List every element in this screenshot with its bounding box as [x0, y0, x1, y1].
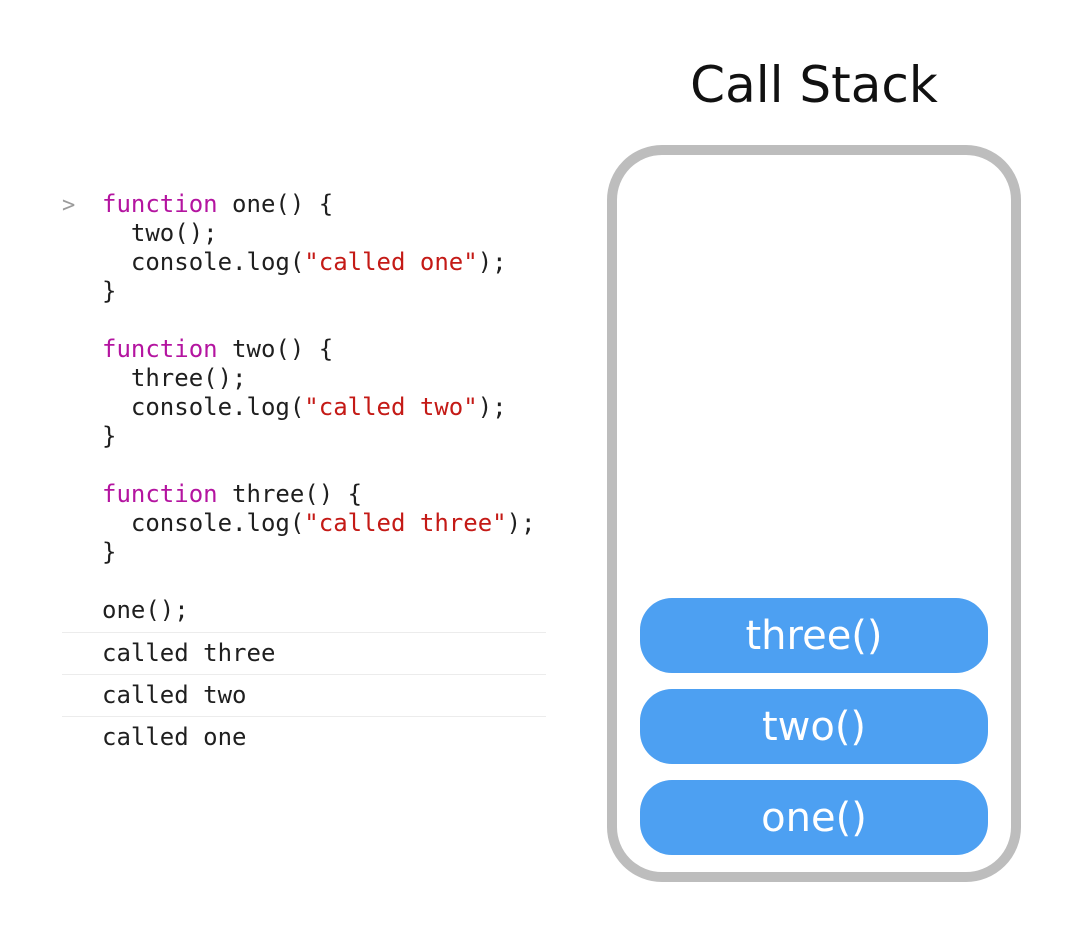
console-output-row: called three — [62, 632, 546, 674]
console-prompt-chevron: > — [62, 193, 76, 218]
console-output-row: called two — [62, 674, 546, 716]
code-line: function two() { — [102, 335, 546, 364]
code-line: function one() { — [102, 190, 546, 219]
string-token: "called one" — [304, 248, 478, 276]
string-token: "called three" — [304, 509, 507, 537]
devtools-console: > function one() { two(); console.log("c… — [62, 190, 546, 758]
stack-frame-label: two() — [761, 703, 867, 750]
code-line: } — [102, 538, 546, 567]
code-line: console.log("called two"); — [102, 393, 546, 422]
stack-frame-two: two() — [640, 689, 988, 764]
string-token: "called two" — [304, 393, 478, 421]
code-line: two(); — [102, 219, 546, 248]
console-output-row: called one — [62, 716, 546, 758]
keyword-token: function — [102, 190, 218, 218]
code-line-invocation: one(); — [102, 596, 189, 624]
code-token: ); — [477, 248, 507, 276]
code-token: three(); — [102, 364, 247, 392]
keyword-token: function — [102, 480, 218, 508]
code-token: console.log( — [102, 509, 305, 537]
code-token: ); — [506, 509, 536, 537]
call-stack-title: Call Stack — [690, 56, 938, 114]
code-line: console.log("called one"); — [102, 248, 546, 277]
code-block-function-two: function two() { three(); console.log("c… — [102, 335, 546, 451]
code-block-function-one: function one() { two(); console.log("cal… — [102, 190, 546, 306]
code-token: three() { — [217, 480, 363, 508]
code-token: } — [102, 422, 117, 450]
stack-frame-three: three() — [640, 598, 988, 673]
code-line: function three() { — [102, 480, 546, 509]
code-block-function-three: function three() { console.log("called t… — [102, 480, 546, 567]
code-line: } — [102, 422, 546, 451]
code-token: two(); — [102, 219, 218, 247]
stack-frame-label: three() — [745, 612, 883, 659]
code-line: console.log("called three"); — [102, 509, 546, 538]
code-token: two() { — [217, 335, 334, 363]
code-line: } — [102, 277, 546, 306]
stack-frame-label: one() — [761, 794, 867, 841]
console-outputs: called three called two called one — [62, 632, 546, 758]
call-stack-container: three() two() one() — [607, 145, 1021, 882]
code-area: function one() { two(); console.log("cal… — [102, 190, 546, 625]
code-token: } — [102, 538, 117, 566]
code-line: three(); — [102, 364, 546, 393]
code-token: console.log( — [102, 248, 305, 276]
stack-frame-one: one() — [640, 780, 988, 855]
code-token: } — [102, 277, 117, 305]
code-token: ); — [477, 393, 507, 421]
code-token: console.log( — [102, 393, 305, 421]
keyword-token: function — [102, 335, 218, 363]
code-token: one() { — [217, 190, 334, 218]
